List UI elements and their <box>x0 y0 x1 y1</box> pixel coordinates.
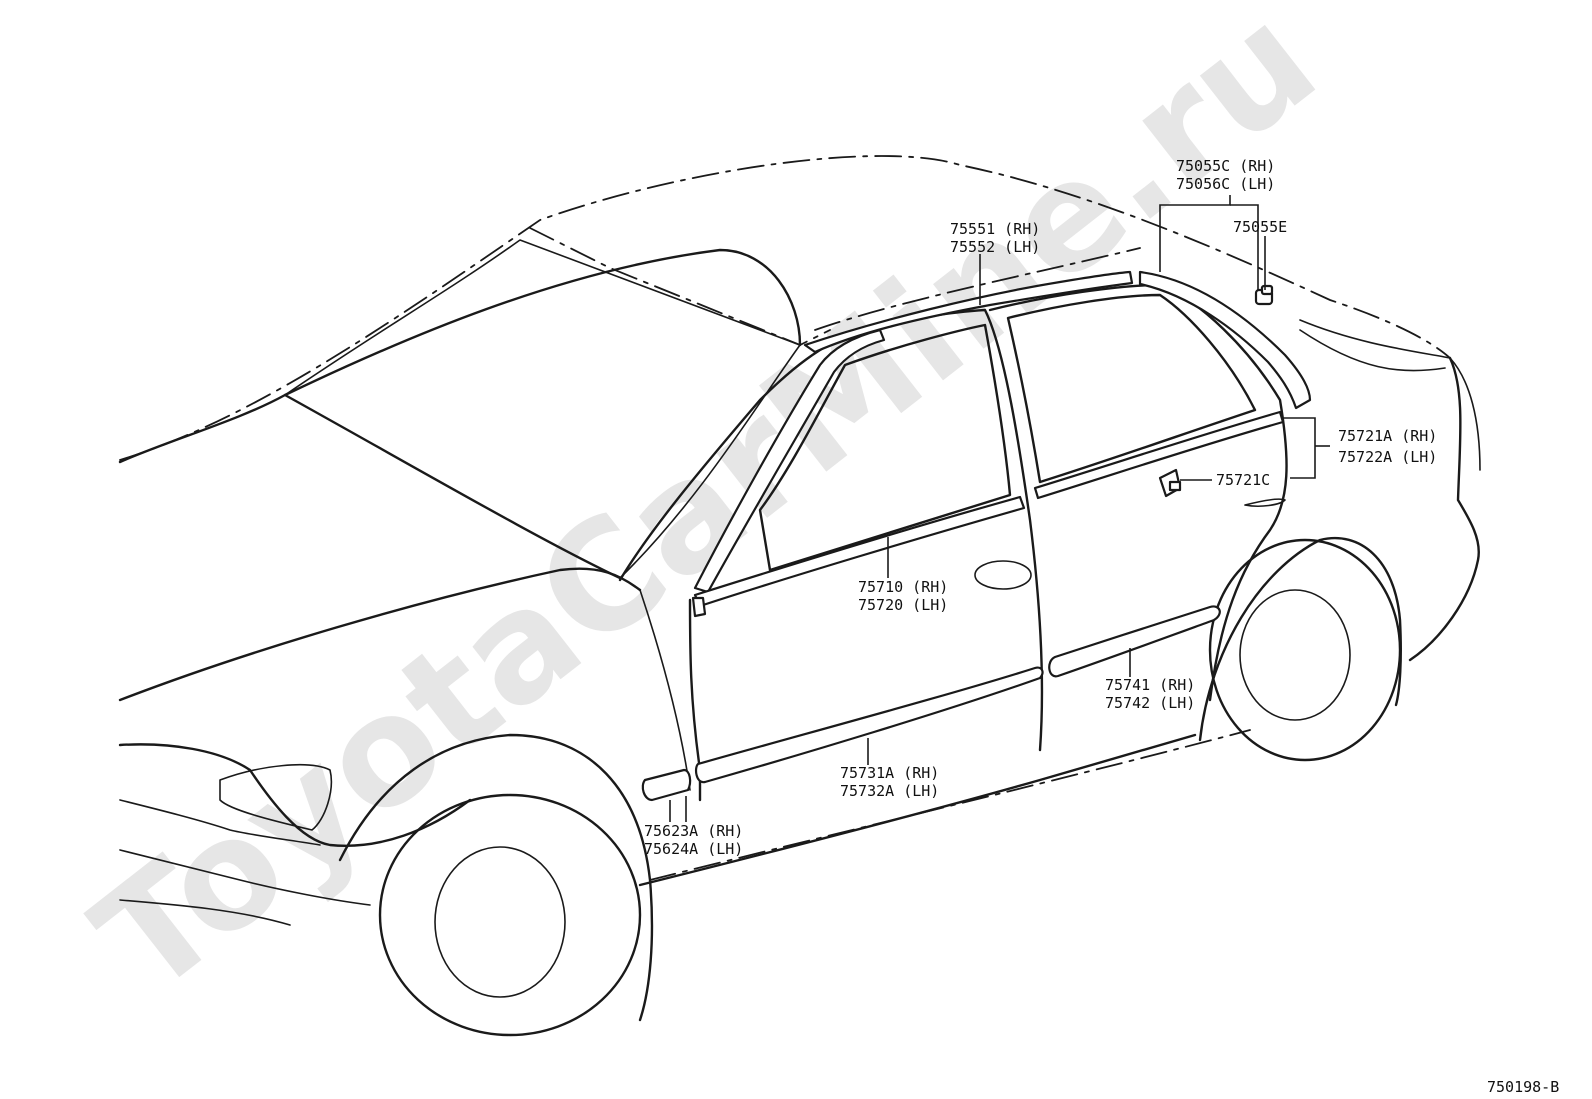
hood-front <box>118 567 642 702</box>
rear-wheel-arch <box>1198 536 1402 742</box>
callout-75710-rh: 75710 (RH) <box>858 578 948 596</box>
callout-75055c-rh: 75055C (RH) <box>1176 157 1275 175</box>
rear-window <box>1006 293 1257 484</box>
rear-quarter-molding <box>1138 270 1312 410</box>
callout-75055e: 75055E <box>1233 218 1287 236</box>
roof-seam <box>814 247 1141 331</box>
callout-75551-lh: 75552 (LH) <box>950 238 1040 256</box>
front-tire <box>378 793 642 1037</box>
roof-line <box>119 155 1451 461</box>
rear-belt-molding <box>1033 410 1285 500</box>
callout-75623a-rh: 75623A (RH) <box>644 822 743 840</box>
rear-rim <box>1239 589 1351 721</box>
fender-molding <box>641 768 692 802</box>
front-window <box>758 323 1012 572</box>
front-belt-end <box>691 596 707 618</box>
rear-quarter <box>1408 356 1480 662</box>
door-frame-molding <box>693 328 886 594</box>
hood-outline <box>118 248 802 580</box>
headlamp <box>219 764 333 831</box>
fender-line <box>639 589 691 791</box>
front-door-molding <box>694 666 1044 784</box>
figure-code: 750198-B <box>1487 1078 1559 1096</box>
watermark: ToyotaCarMine.ru <box>65 0 1347 1028</box>
callout-75741-lh: 75742 (LH) <box>1105 694 1195 712</box>
rocker-line <box>649 729 1251 881</box>
roof-side-line <box>529 227 831 346</box>
trunk-edge <box>1299 329 1446 372</box>
front-door-handle <box>974 560 1032 590</box>
clip-75721c <box>1158 468 1182 498</box>
front-belt-molding <box>693 495 1026 608</box>
callout-75731a-lh: 75732A (LH) <box>840 782 939 800</box>
callout-75721a-rh: 75721A (RH) <box>1338 427 1437 445</box>
callouts: 75055C (RH) 75056C (LH) 75055E 75551 (RH… <box>644 157 1437 858</box>
callout-75551-rh: 75551 (RH) <box>950 220 1040 238</box>
callout-75721c: 75721C <box>1216 471 1270 489</box>
front-bumper <box>118 743 472 847</box>
callout-75731a-rh: 75731A (RH) <box>840 764 939 782</box>
callout-75055c-lh: 75056C (LH) <box>1176 175 1275 193</box>
clip-75055e <box>1254 284 1274 306</box>
bumper-lower <box>119 799 371 926</box>
rocker-panel <box>638 733 1197 887</box>
front-wheel-arch <box>338 733 654 1022</box>
rear-door-molding <box>1048 605 1221 678</box>
callout-75741-rh: 75741 (RH) <box>1105 676 1195 694</box>
callout-75721a-lh: 75722A (LH) <box>1338 448 1437 466</box>
callout-75710-lh: 75720 (LH) <box>858 596 948 614</box>
rear-door <box>988 283 1288 702</box>
front-rim <box>434 846 566 998</box>
leader-lines <box>669 195 1330 822</box>
parts <box>641 270 1312 802</box>
windshield <box>284 239 801 579</box>
rear-door-handle <box>1244 498 1286 507</box>
rear-tire <box>1208 538 1402 762</box>
callout-75623a-lh: 75624A (LH) <box>644 840 743 858</box>
roof-drip-molding <box>803 270 1134 354</box>
